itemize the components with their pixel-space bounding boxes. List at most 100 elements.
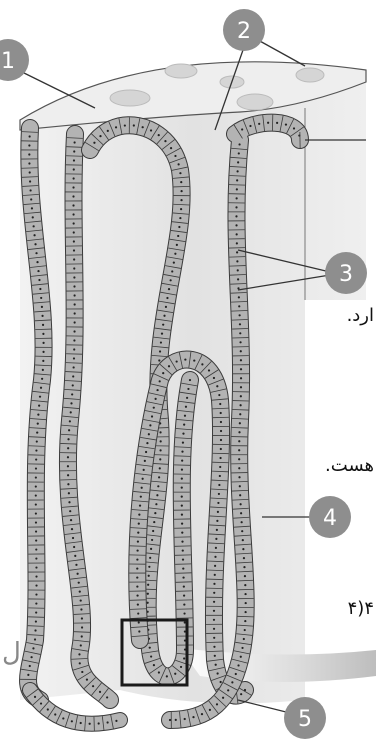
cell-nucleus: [183, 603, 185, 605]
cell-nucleus: [240, 503, 242, 505]
label-badge-2: 2: [223, 9, 265, 51]
cell-nucleus: [181, 486, 183, 488]
cell-nucleus: [214, 655, 216, 657]
cell-nucleus: [239, 413, 241, 415]
cell-nucleus: [158, 359, 160, 361]
cell-nucleus: [220, 421, 222, 423]
cell-nucleus: [80, 608, 82, 610]
cell-nucleus: [34, 696, 36, 698]
cell-nucleus: [214, 565, 216, 567]
cell-nucleus: [39, 396, 41, 398]
cell-nucleus: [183, 594, 185, 596]
cell-nucleus: [180, 666, 182, 668]
cell-nucleus: [73, 294, 75, 296]
cell-nucleus: [35, 485, 37, 487]
gastric-pit: [237, 94, 273, 110]
cell-nucleus: [235, 215, 237, 217]
cell-nucleus: [89, 723, 91, 725]
background-text-a: ارد.: [347, 305, 374, 326]
cell-nucleus: [98, 722, 100, 724]
cell-nucleus: [41, 306, 43, 308]
cell-nucleus: [35, 548, 37, 550]
cell-nucleus: [146, 442, 148, 444]
cell-nucleus: [181, 468, 183, 470]
cell-nucleus: [141, 487, 143, 489]
cell-nucleus: [187, 388, 189, 390]
cell-nucleus: [148, 575, 150, 577]
cell-nucleus: [35, 476, 37, 478]
cell-nucleus: [73, 258, 75, 260]
cell-nucleus: [138, 621, 140, 623]
cell-nucleus: [240, 377, 242, 379]
cell-nucleus: [35, 620, 37, 622]
cell-nucleus: [181, 460, 183, 462]
cell-nucleus: [181, 451, 183, 453]
cell-nucleus: [73, 168, 75, 170]
cell-nucleus: [193, 359, 195, 361]
cell-nucleus: [31, 207, 33, 209]
cell-border: [229, 257, 245, 258]
cell-nucleus: [73, 330, 75, 332]
cell-nucleus: [36, 261, 38, 263]
cell-nucleus: [74, 321, 76, 323]
cell-nucleus: [35, 584, 37, 586]
cell-nucleus: [240, 693, 242, 695]
cell-nucleus: [155, 398, 157, 400]
cell-nucleus: [180, 181, 182, 183]
cell-nucleus: [148, 433, 150, 435]
cell-nucleus: [36, 431, 38, 433]
cell-nucleus: [136, 567, 138, 569]
cell-nucleus: [40, 297, 42, 299]
cell-nucleus: [137, 531, 139, 533]
cell-nucleus: [42, 342, 44, 344]
cell-nucleus: [35, 521, 37, 523]
cell-nucleus: [136, 585, 138, 587]
cell-nucleus: [183, 612, 185, 614]
cell-nucleus: [73, 150, 75, 152]
label-2-text: 2: [237, 19, 251, 44]
cell-nucleus: [215, 538, 217, 540]
cell-nucleus: [150, 548, 152, 550]
cell-nucleus: [240, 368, 242, 370]
cell-nucleus: [213, 646, 215, 648]
cell-nucleus: [67, 438, 69, 440]
cell-nucleus: [149, 557, 151, 559]
cell-nucleus: [115, 720, 117, 722]
cell-nucleus: [124, 124, 126, 126]
cell-nucleus: [35, 539, 37, 541]
gastric-pit: [165, 64, 197, 78]
cell-nucleus: [72, 375, 74, 377]
cell-nucleus: [73, 240, 75, 242]
cell-nucleus: [78, 653, 80, 655]
cell-nucleus: [182, 576, 184, 578]
cell-nucleus: [35, 575, 37, 577]
cell-nucleus: [67, 447, 69, 449]
cell-nucleus: [182, 433, 184, 435]
cell-nucleus: [208, 369, 210, 371]
cell-nucleus: [41, 378, 43, 380]
cell-nucleus: [164, 140, 166, 142]
cell-nucleus: [136, 549, 138, 551]
cell-nucleus: [181, 495, 183, 497]
cell-nucleus: [209, 709, 211, 711]
cell-nucleus: [162, 324, 164, 326]
cell-nucleus: [168, 288, 170, 290]
cell-nucleus: [77, 573, 79, 575]
cell-nucleus: [37, 414, 39, 416]
cell-nucleus: [220, 681, 222, 683]
cell-nucleus: [73, 546, 75, 548]
cell-nucleus: [67, 483, 69, 485]
cell-border: [207, 579, 223, 580]
cell-nucleus: [181, 477, 183, 479]
cell-nucleus: [189, 379, 191, 381]
cell-nucleus: [153, 521, 155, 523]
cell-nucleus: [73, 267, 75, 269]
cell-nucleus: [215, 664, 217, 666]
cell-nucleus: [37, 422, 39, 424]
cell-nucleus: [30, 656, 32, 658]
cell-nucleus: [181, 540, 183, 542]
cell-nucleus: [74, 312, 76, 314]
cell-nucleus: [78, 582, 80, 584]
cell-nucleus: [179, 172, 181, 174]
cell-nucleus: [182, 549, 184, 551]
